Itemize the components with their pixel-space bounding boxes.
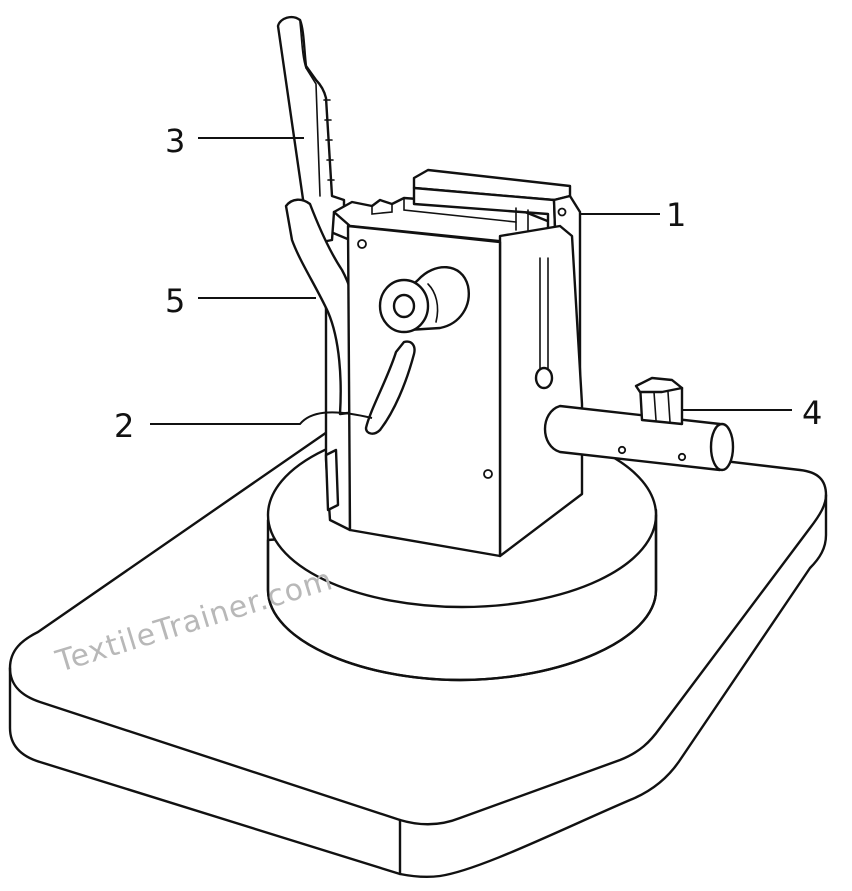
lever-3	[276, 15, 346, 246]
leader-line-2	[150, 411, 373, 425]
callout-label-1: 1	[666, 196, 686, 234]
main-block	[332, 168, 584, 558]
callout-label-2: 2	[114, 407, 134, 445]
screw-icon	[557, 207, 567, 217]
screw-icon	[483, 469, 493, 479]
callout-label-3: 3	[165, 122, 185, 160]
callout-label-5: 5	[165, 282, 185, 320]
screw-icon	[357, 239, 367, 249]
cylinder-shaft-4	[543, 376, 735, 472]
callout-label-4: 4	[802, 394, 822, 432]
